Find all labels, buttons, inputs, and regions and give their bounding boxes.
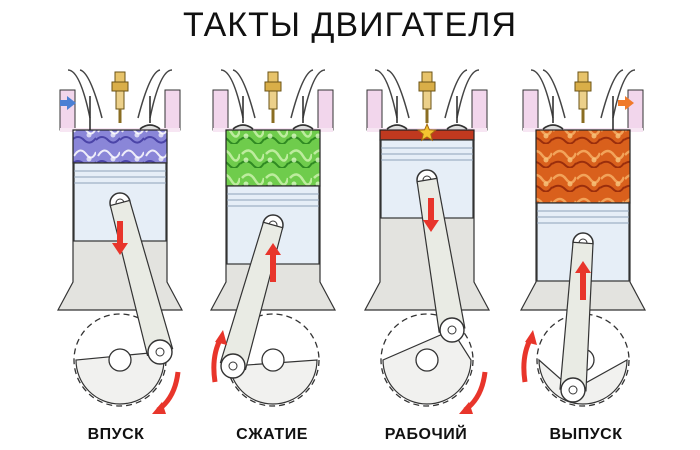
rotation-arrow-icon xyxy=(521,330,537,383)
connecting-rod xyxy=(219,221,284,371)
exhaust-port xyxy=(137,69,173,119)
stroke-unit-intake xyxy=(56,69,184,414)
intake-arrow-icon xyxy=(60,96,76,110)
stroke-unit-compression xyxy=(209,69,337,407)
rotation-arrow-icon xyxy=(459,371,488,414)
stroke-label-compression: СЖАТИЕ xyxy=(236,426,308,443)
piston-up-arrow-icon xyxy=(265,243,281,282)
intake-valve xyxy=(232,96,254,130)
exhaust-valve xyxy=(139,96,161,130)
diagram-title: ТАКТЫ ДВИГАТЕЛЯ xyxy=(182,6,518,44)
crank-axis xyxy=(261,348,285,372)
piston-up-arrow-icon xyxy=(575,261,591,300)
intake-valve xyxy=(542,96,564,130)
exhaust-valve xyxy=(292,96,314,130)
intake-valve xyxy=(386,96,408,130)
connecting-rod xyxy=(109,199,174,357)
spark-plug-icon xyxy=(418,71,436,123)
combustion-chamber xyxy=(72,129,168,164)
piston xyxy=(380,139,474,219)
exhaust-port xyxy=(290,69,326,119)
spark-plug-icon xyxy=(264,71,282,123)
crank-path xyxy=(536,313,630,407)
exhaust-arrow-icon xyxy=(618,96,634,110)
crank-axis xyxy=(415,348,439,372)
spark-plug-icon xyxy=(111,71,129,123)
piston-down-arrow-icon xyxy=(423,198,439,232)
intake-port xyxy=(374,69,410,119)
stroke-unit-power xyxy=(363,69,491,414)
stroke-label-exhaust: ВЫПУСК xyxy=(549,426,623,443)
spark-plug-icon xyxy=(574,71,592,123)
intake-port xyxy=(530,69,566,119)
rotation-arrow-icon xyxy=(152,371,181,414)
exhaust-port xyxy=(600,69,636,119)
crank-path xyxy=(380,313,474,407)
stroke-label-power: РАБОЧИЙ xyxy=(384,426,468,443)
crank-counterweight xyxy=(75,351,165,405)
combustion-chamber xyxy=(535,129,631,204)
stroke-label-intake: ВПУСК xyxy=(87,426,145,443)
spark-star-icon xyxy=(417,122,437,142)
intake-port xyxy=(220,69,256,119)
intake-port xyxy=(67,69,103,119)
stroke-unit-exhaust xyxy=(519,69,647,407)
crank-counterweight xyxy=(228,358,318,405)
exhaust-valve xyxy=(446,96,468,130)
rotation-arrow-icon xyxy=(211,330,227,383)
exhaust-port xyxy=(444,69,480,119)
piston-down-arrow-icon xyxy=(112,221,128,255)
crank-axis xyxy=(108,348,132,372)
combustion-chamber xyxy=(225,129,321,187)
